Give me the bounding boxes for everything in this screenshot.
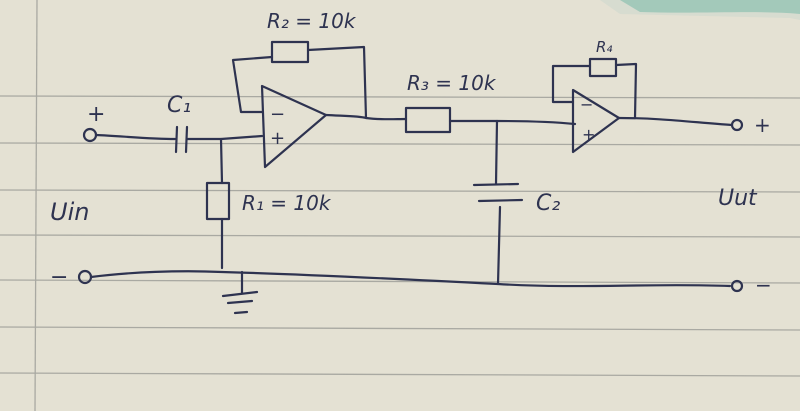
wire-node-to-r1 xyxy=(219,137,224,185)
wire-opamp2-out xyxy=(617,116,734,127)
c1-label: C₁ xyxy=(167,93,191,118)
output-minus-terminal xyxy=(730,279,744,293)
input-plus-label: + xyxy=(87,102,105,127)
ground-rail xyxy=(89,270,732,288)
output-plus-terminal xyxy=(730,118,744,132)
resistor-r2 xyxy=(270,40,310,64)
resistor-r1 xyxy=(205,181,231,221)
ground-symbol xyxy=(221,270,259,315)
resistor-r4 xyxy=(588,57,618,78)
opamp1 xyxy=(260,84,328,169)
opamp1-plus-label: + xyxy=(270,128,285,149)
r4-label: R₄ xyxy=(596,38,612,56)
wire-c2-to-ground xyxy=(496,205,502,286)
output-minus-label: − xyxy=(755,273,772,297)
opamp2 xyxy=(571,88,621,154)
wire-r4-to-output xyxy=(614,62,638,120)
r3-label: R₃ = 10k xyxy=(407,71,497,95)
r2-label: R₂ = 10k xyxy=(267,9,357,33)
c2-label: C₂ xyxy=(536,191,560,216)
opamp2-minus-label: − xyxy=(580,95,593,114)
wire-in-to-c1 xyxy=(94,133,177,141)
opamp2-plus-label: + xyxy=(582,125,595,144)
capacitor-c2 xyxy=(472,182,524,203)
input-minus-label: − xyxy=(50,265,68,290)
output-plus-label: + xyxy=(754,113,771,137)
uut-label: Uut xyxy=(718,186,758,211)
wire-opamp2-minus-feedback xyxy=(551,64,592,104)
wire-opamp1-minus-feedback xyxy=(231,55,274,114)
wire-node-to-c2 xyxy=(494,119,499,186)
opamp1-minus-label: − xyxy=(270,104,285,125)
folder-edge xyxy=(600,0,800,20)
uin-label: Uin xyxy=(50,198,89,226)
wire-r2-to-output xyxy=(306,45,368,120)
wire-opamp1-out-to-r3 xyxy=(324,113,408,121)
r1-label: R₁ = 10k xyxy=(242,191,332,215)
